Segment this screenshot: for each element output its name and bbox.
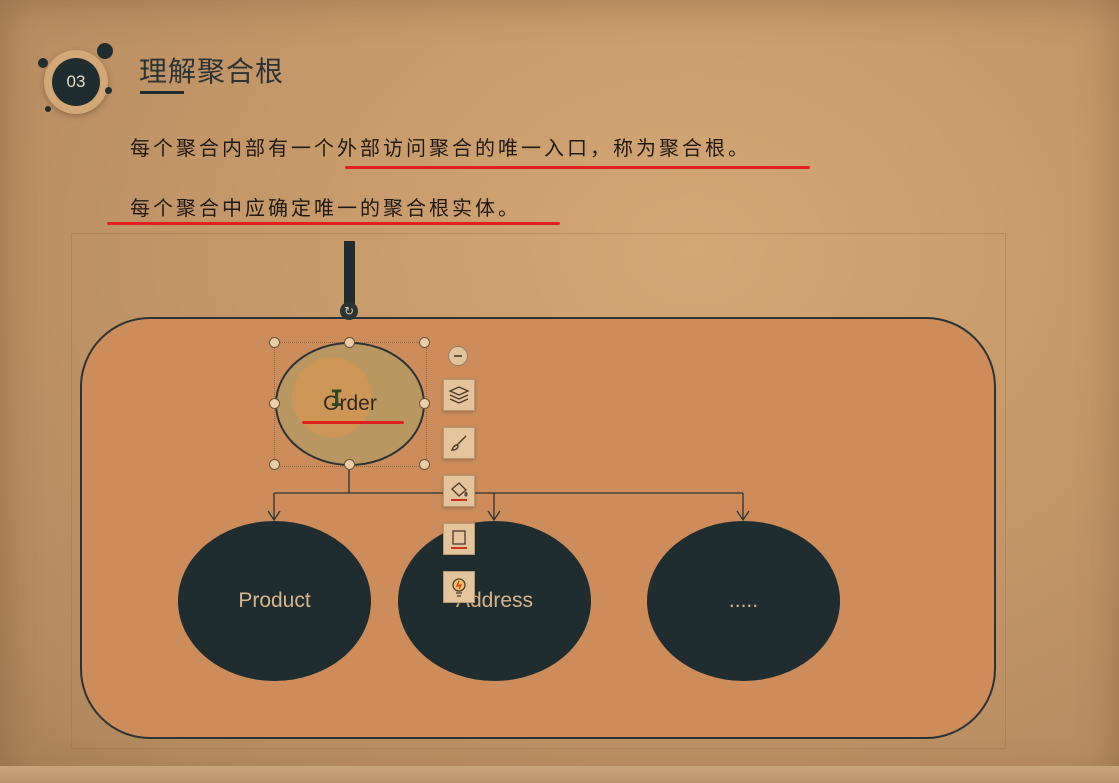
slide-title: 理解聚合根 [139, 55, 285, 88]
brush-icon[interactable] [443, 427, 475, 459]
resize-handle[interactable] [344, 337, 355, 348]
text-cursor-icon: I [330, 386, 343, 414]
diagram-bounds [71, 233, 1006, 749]
resize-handle[interactable] [269, 459, 280, 470]
badge-dot [38, 58, 48, 68]
lightbulb-icon[interactable] [443, 571, 475, 603]
layers-icon[interactable] [443, 379, 475, 411]
pointer-arrow [344, 241, 355, 311]
arrow-head [267, 510, 281, 522]
child-node-address[interactable]: Address [398, 521, 591, 681]
resize-handle[interactable] [269, 398, 280, 409]
collapse-icon[interactable] [448, 346, 468, 366]
child-node-more[interactable]: ..... [647, 521, 840, 681]
rotate-handle-icon[interactable]: ↻ [340, 302, 358, 320]
resize-handle[interactable] [419, 459, 430, 470]
title-underline [140, 91, 184, 94]
fill-icon[interactable] [443, 475, 475, 507]
outline-icon[interactable] [443, 523, 475, 555]
arrow-head [487, 510, 501, 522]
badge-dot [97, 43, 113, 59]
badge-dot [105, 87, 112, 94]
root-node-label[interactable]: Order [323, 392, 377, 415]
section-number: 03 [52, 58, 100, 106]
resize-handle[interactable] [269, 337, 280, 348]
bottom-strip [0, 766, 1119, 783]
bullet-line-2[interactable]: 每个聚合中应确定唯一的聚合根实体。 [130, 196, 521, 220]
badge-dot [45, 106, 51, 112]
annotation-underline [345, 166, 810, 169]
annotation-underline [107, 222, 560, 225]
resize-handle[interactable] [344, 459, 355, 470]
child-node-product[interactable]: Product [178, 521, 371, 681]
resize-handle[interactable] [419, 337, 430, 348]
arrow-head [736, 510, 750, 522]
bullet-line-1[interactable]: 每个聚合内部有一个外部访问聚合的唯一入口，称为聚合根。 [130, 136, 751, 160]
annotation-underline [302, 421, 404, 424]
section-badge: 03 [38, 43, 113, 118]
resize-handle[interactable] [419, 398, 430, 409]
